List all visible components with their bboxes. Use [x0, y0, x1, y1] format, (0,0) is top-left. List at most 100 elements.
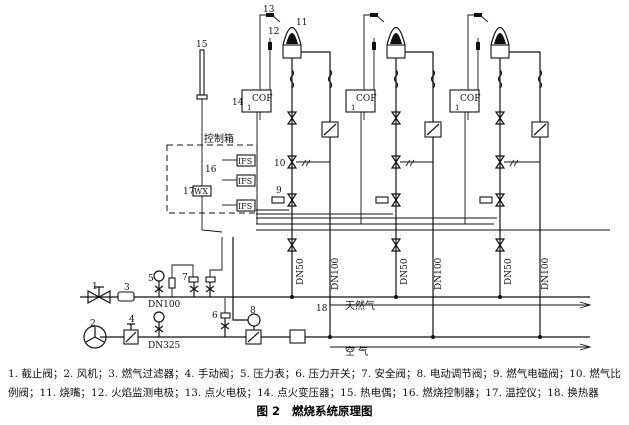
- heat-exchanger-icon: [289, 329, 306, 344]
- ignition-tip: [266, 13, 274, 17]
- label-10: 10: [274, 159, 286, 169]
- air-label: 空 气: [345, 345, 368, 358]
- air-main-pipe: [100, 336, 592, 351]
- flame-icon: [286, 33, 298, 44]
- ignition-transformer: [241, 89, 272, 113]
- proportional-valve-icon: [494, 155, 506, 169]
- junction: [538, 335, 542, 339]
- burner-controller-label: IFS: [238, 177, 252, 186]
- gas-pipe-size: DN100: [148, 300, 181, 310]
- control-wire: [256, 217, 610, 231]
- label-18: 18: [316, 304, 328, 314]
- junction: [328, 335, 332, 339]
- ignition-transformer-label: COF: [252, 94, 273, 104]
- label-1: 1: [92, 282, 98, 292]
- burner-controller: [236, 154, 256, 167]
- burner-body: [490, 44, 510, 59]
- flex-hose-icon: [289, 69, 295, 89]
- gas-branch-size: DN50: [400, 258, 410, 285]
- solenoid-actuator: [271, 196, 285, 204]
- motorized-valve-icon: [232, 237, 262, 345]
- burner-icon: [490, 26, 510, 46]
- solenoid-valve-icon: [286, 193, 298, 207]
- solenoid-actuator: [479, 196, 493, 204]
- label-6: 6: [212, 311, 218, 321]
- air-branch-size: DN100: [541, 257, 551, 290]
- proportional-valve-icon: [390, 155, 402, 169]
- flex-hose-icon: [430, 69, 436, 89]
- ignition-transformer: [345, 89, 376, 113]
- pressure-gauge-icon: [153, 270, 165, 337]
- label-15: 15: [196, 40, 208, 50]
- damper-blade: [323, 123, 337, 136]
- air-branch-pipe: [405, 51, 434, 337]
- manual-valve-icon: [123, 323, 139, 345]
- ignition-transformer-sub: 1: [247, 104, 251, 112]
- ignition-tip: [474, 13, 482, 17]
- stop-valve-icon: [87, 286, 111, 305]
- temperature-controller-label: WX: [194, 187, 208, 196]
- burner-controller-label: IFS: [238, 157, 252, 166]
- ignition-tip: [370, 13, 378, 17]
- valve-icon: [390, 111, 402, 125]
- flex-hose-icon: [327, 69, 333, 89]
- control-box-label: 控制箱: [204, 132, 234, 145]
- impulse-line: [504, 159, 540, 167]
- ignition-transformer-label: COF: [460, 94, 481, 104]
- valve-icon: [494, 238, 506, 252]
- pressure-switch-icon: [220, 298, 231, 337]
- figure-title: 燃烧系统原理图: [292, 404, 373, 418]
- gas-branch-size: DN50: [504, 258, 514, 285]
- gas-main-pipe: [80, 296, 592, 309]
- figure-number: 图 2: [256, 404, 280, 418]
- natural-gas-label: 天然气: [345, 299, 375, 312]
- gas-branch-size: DN50: [296, 258, 306, 285]
- burner-body: [386, 44, 406, 59]
- flex-hose-icon: [497, 69, 503, 89]
- label-4: 4: [129, 315, 135, 325]
- label-11: 11: [296, 18, 307, 28]
- control-wire: [464, 112, 494, 225]
- air-branch-pipe: [509, 51, 541, 337]
- flame-icon: [494, 33, 506, 44]
- electrode-tip: [372, 42, 376, 50]
- damper-blade: [426, 123, 440, 136]
- air-branch-size: DN100: [331, 257, 341, 290]
- burner-icon: [282, 26, 302, 46]
- figure-legend: 1. 截止阀；2. 风机；3. 燃气过滤器；4. 手动阀；5. 压力表；6. 压…: [8, 368, 621, 399]
- burner-controller-label: IFS: [238, 202, 252, 211]
- label-16: 16: [205, 165, 217, 175]
- thermocouple-icon: [196, 49, 223, 233]
- ignition-transformer-sub: 1: [455, 104, 459, 112]
- electrode-tip: [476, 42, 480, 50]
- impulse-line: [296, 159, 330, 167]
- valve-icon: [494, 111, 506, 125]
- label-14: 14: [232, 98, 244, 108]
- air-pipe-size: DN325: [148, 341, 181, 351]
- temperature-controller: [192, 185, 212, 197]
- junction: [431, 335, 435, 339]
- valve-icon: [390, 238, 402, 252]
- labels: 1 2 3 4 5 6 7 8 9 10 11 12 13 14 15 16 1…: [90, 5, 375, 358]
- solenoid-valve-icon: [494, 193, 506, 207]
- air-branch-pipe: [301, 51, 331, 337]
- junction: [498, 295, 502, 299]
- flame-icon: [390, 33, 402, 44]
- flex-hose-icon: [393, 69, 399, 89]
- label-13: 13: [263, 5, 275, 15]
- solenoid-valve-icon: [390, 193, 402, 207]
- solenoid-actuator: [375, 196, 389, 204]
- label-3: 3: [124, 283, 130, 293]
- electrode-tip: [268, 42, 272, 50]
- label-7: 7: [182, 273, 188, 283]
- ignition-transformer: [449, 89, 480, 113]
- label-8: 8: [250, 306, 256, 316]
- control-wire: [256, 213, 493, 225]
- flex-hose-icon: [537, 69, 543, 89]
- burner-controller: [236, 199, 256, 212]
- label-5: 5: [148, 274, 154, 284]
